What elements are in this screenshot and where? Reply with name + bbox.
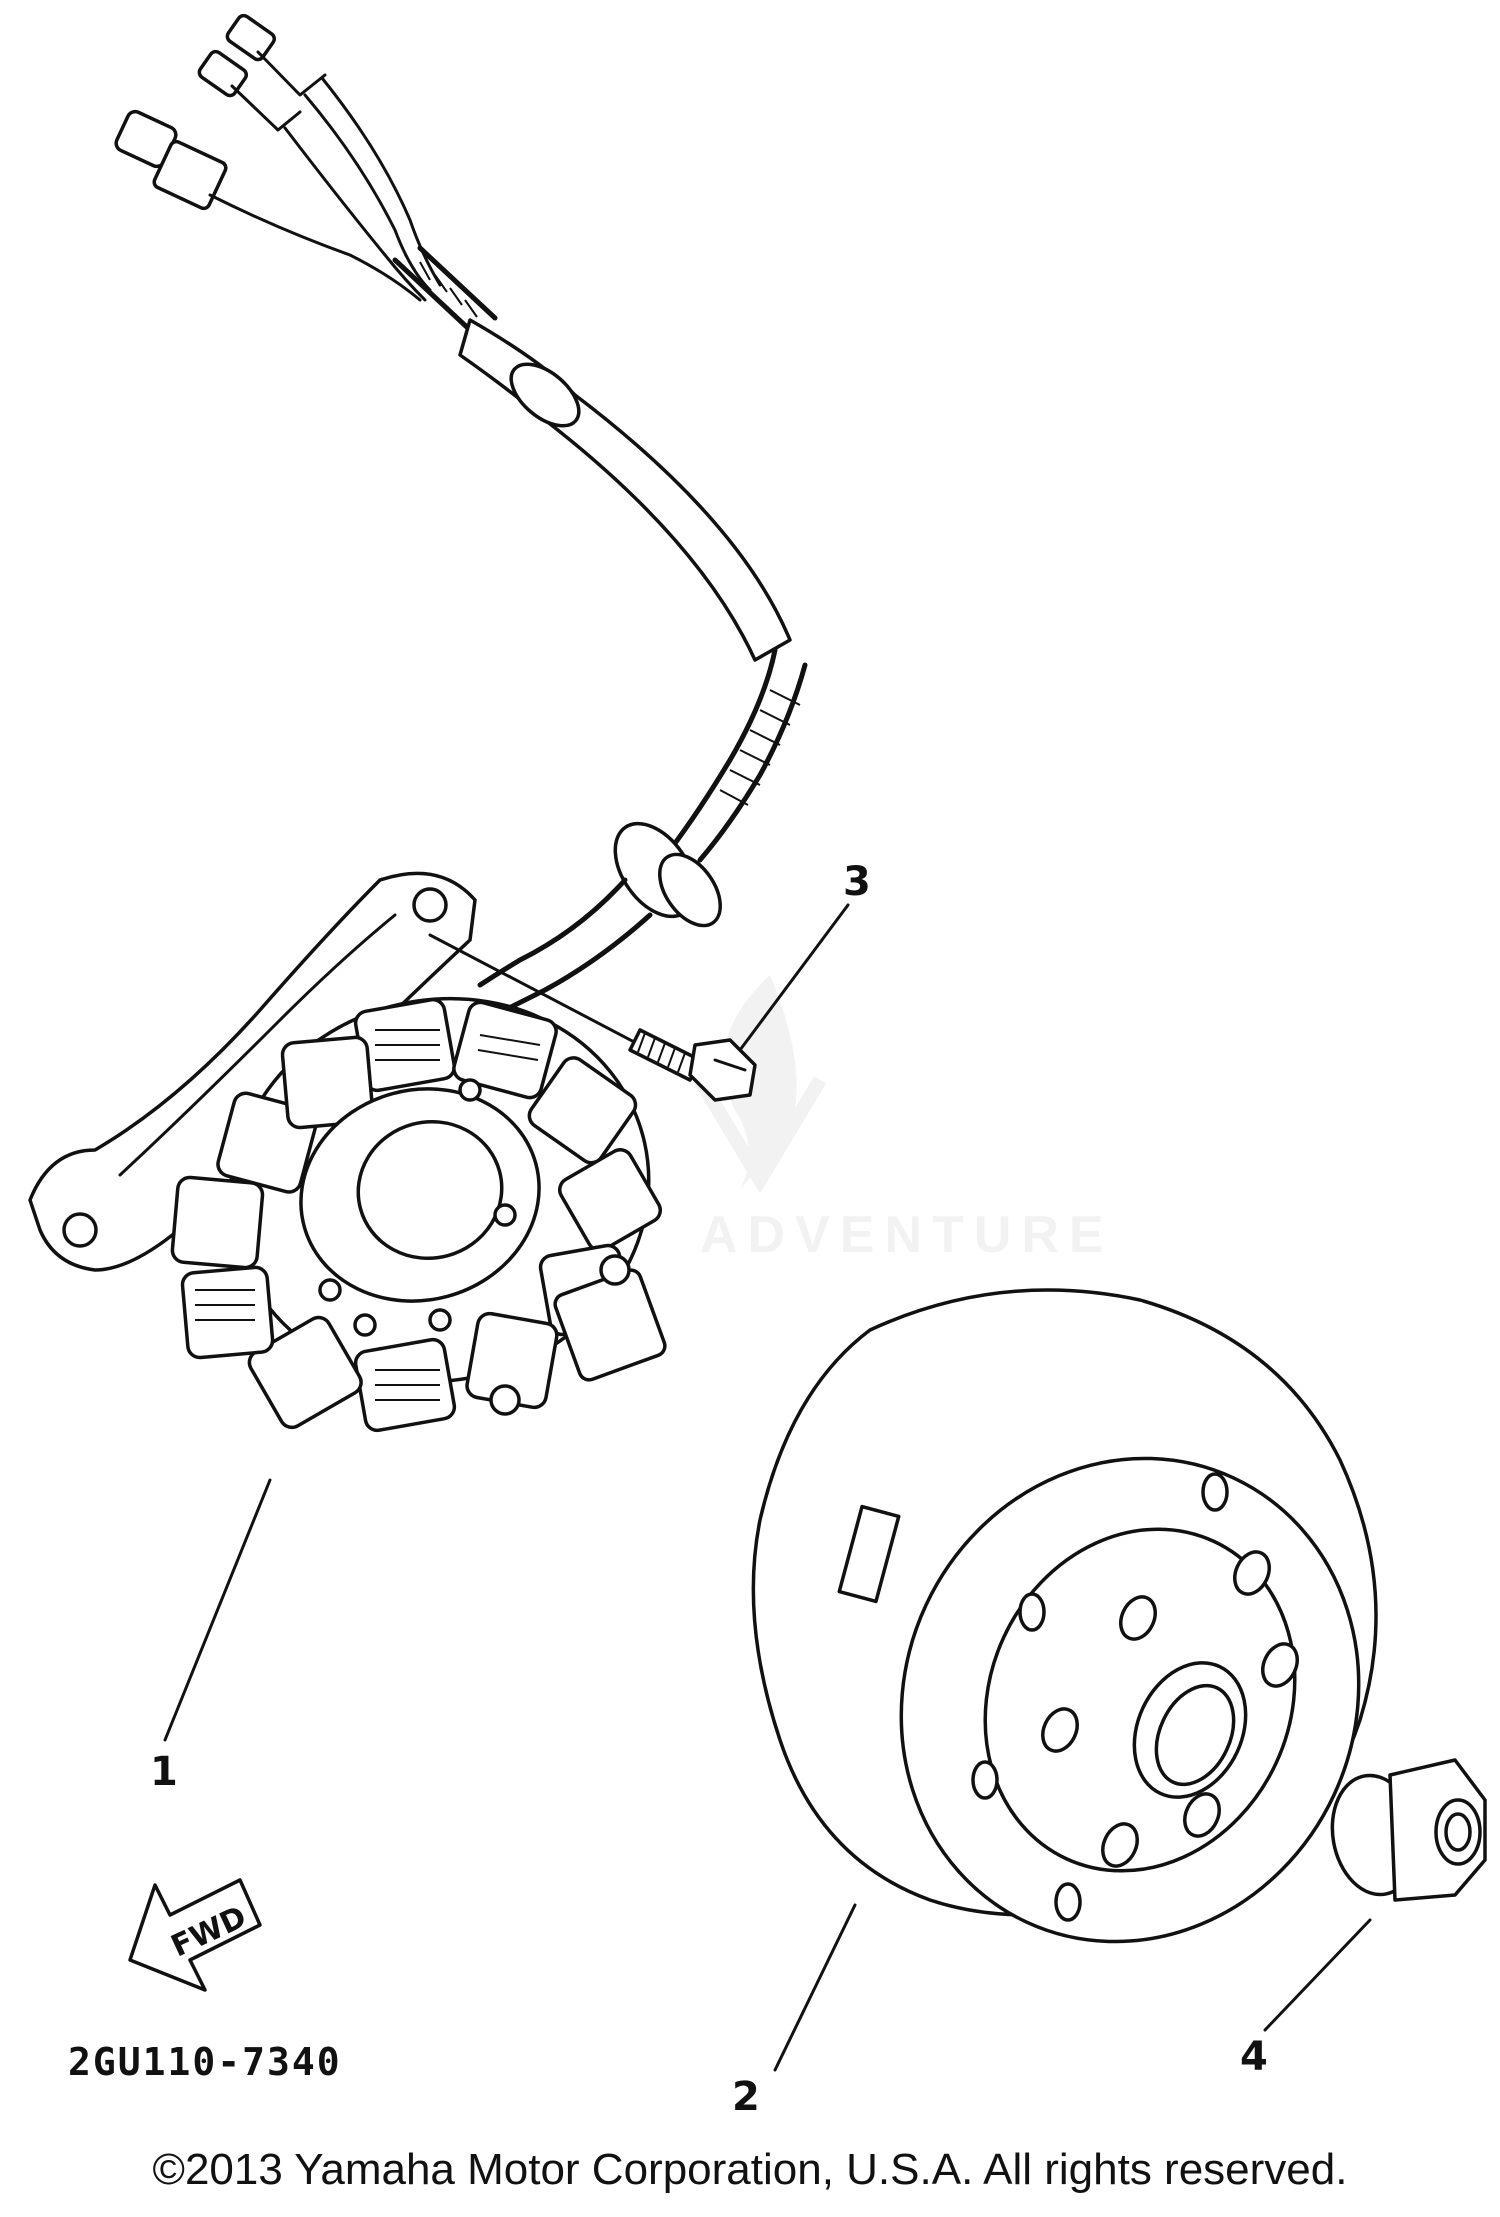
nut (1330, 1758, 1487, 1902)
stator-coils (170, 996, 662, 1433)
callout-1: 1 (150, 1749, 178, 1795)
copyright-text: ©2013 Yamaha Motor Corporation, U.S.A. A… (152, 2145, 1348, 2194)
callout-2: 2 (732, 2074, 760, 2120)
bullet-connector (114, 109, 228, 211)
pickup-coil (489, 1254, 667, 1416)
leader-lines (163, 903, 1372, 2072)
part-code: 2GU110-7340 (68, 2040, 342, 2084)
callout-4: 4 (1240, 2034, 1268, 2080)
callout-3: 3 (843, 859, 871, 905)
wire-harness (114, 13, 808, 1013)
watermark-logo: ADVENTURE (693, 975, 1114, 1264)
stator-assembly (28, 871, 667, 1433)
flywheel-rotor (751, 1288, 1378, 1944)
fwd-arrow-icon: FWD (128, 1878, 262, 1992)
watermark-text: ADVENTURE (700, 1206, 1114, 1264)
screw (428, 933, 757, 1102)
spade-connector (197, 13, 327, 132)
